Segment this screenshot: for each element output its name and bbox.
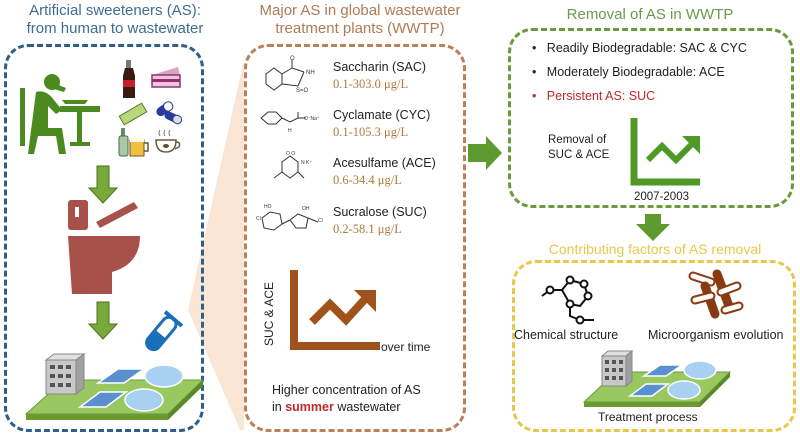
person-eating-icon bbox=[20, 74, 100, 154]
svg-text:Cl: Cl bbox=[256, 216, 261, 222]
human-title-line1: Artificial sweeteners (AS): bbox=[29, 2, 201, 19]
human-title-line2: from human to wastewater bbox=[26, 20, 204, 37]
svg-text:N K⁺: N K⁺ bbox=[301, 160, 312, 166]
acesulfame-structure-icon: O O N K⁺ bbox=[273, 151, 312, 179]
factors-panel bbox=[512, 260, 796, 432]
removal-label-line1: Removal of bbox=[548, 134, 607, 146]
factors-panel-title: Contributing factors of AS removal bbox=[548, 241, 762, 257]
bullet-text: Moderately Biodegradable: ACE bbox=[546, 65, 725, 79]
major-title-line2: treatment plants (WWTP) bbox=[275, 20, 445, 37]
human-panel bbox=[4, 44, 204, 432]
removal-label-line2: SUC & ACE bbox=[548, 149, 610, 161]
major-panel-title: Major AS in global wastewater treatment … bbox=[220, 2, 500, 38]
increasing-trend-icon bbox=[290, 270, 380, 350]
svg-text:O: O bbox=[290, 56, 295, 62]
bullet-readily: • Readily Biodegradable: SAC & CYC bbox=[532, 41, 747, 55]
down-arrow-icon bbox=[636, 214, 670, 241]
summer-note-line1: Higher concentration of AS bbox=[272, 383, 421, 397]
right-arrow-icon bbox=[468, 136, 502, 170]
microorganism-icon bbox=[688, 269, 744, 319]
compound-name-ace: Acesulfame (ACE) bbox=[333, 156, 436, 170]
beer-bottle-icon bbox=[118, 128, 149, 157]
major-panel bbox=[244, 44, 466, 432]
svg-text:O⁻Na⁺: O⁻Na⁺ bbox=[304, 116, 320, 122]
down-arrow-icon bbox=[87, 301, 119, 340]
compound-range-ace: 0.6-34.4 μg/L bbox=[333, 173, 402, 187]
svg-text:S=O: S=O bbox=[296, 88, 309, 94]
chewing-gum-icon bbox=[118, 102, 148, 126]
pill-icon bbox=[156, 101, 183, 125]
bullet-text: Readily Biodegradable: SAC & CYC bbox=[546, 41, 747, 55]
factor-microorganism-evolution: Microorganism evolution bbox=[648, 328, 784, 342]
test-tube-icon bbox=[145, 310, 184, 352]
compound-name-sac: Saccharin (SAC) bbox=[333, 60, 427, 74]
major-title-line1: Major AS in global wastewater bbox=[259, 2, 461, 19]
summer-note-line2: in summer wastewater bbox=[272, 400, 401, 414]
summer-highlight: summer bbox=[285, 400, 334, 414]
svg-text:HO: HO bbox=[264, 204, 272, 210]
chemical-structure-icon bbox=[541, 275, 594, 325]
removal-trend-label: Removal of SUC & ACE bbox=[548, 133, 609, 163]
svg-text:O O: O O bbox=[286, 151, 295, 157]
down-arrow-icon bbox=[87, 165, 119, 204]
factor-chemical-structure: Chemical structure bbox=[514, 328, 619, 342]
removal-panel-title: Removal of AS in WWTP bbox=[566, 6, 734, 23]
note-suffix: wastewater bbox=[333, 400, 401, 414]
note-prefix: in bbox=[272, 400, 286, 414]
bullet-persistent: • Persistent AS: SUC bbox=[532, 89, 656, 103]
bullet-moderately: • Moderately Biodegradable: ACE bbox=[532, 65, 725, 79]
coffee-cup-icon bbox=[155, 129, 181, 153]
human-panel-title: Artificial sweeteners (AS): from human t… bbox=[0, 2, 230, 38]
removal-period: 2007-2003 bbox=[634, 191, 689, 203]
compound-range-cyc: 0.1-105.3 μg/L bbox=[333, 125, 409, 139]
sucralose-structure-icon: HO OH Cl Cl bbox=[256, 204, 323, 231]
bullet-text: Persistent AS: SUC bbox=[546, 89, 656, 103]
saccharin-structure-icon: O NH S=O bbox=[265, 56, 315, 94]
compound-range-suc: 0.2-58.1 μg/L bbox=[333, 222, 402, 236]
svg-text:NH: NH bbox=[306, 70, 315, 76]
cola-bottle-icon bbox=[123, 60, 135, 98]
cake-icon bbox=[151, 67, 181, 88]
svg-text:Cl: Cl bbox=[318, 218, 323, 224]
removal-trend-icon bbox=[630, 118, 700, 186]
factor-treatment-process: Treatment process bbox=[598, 410, 698, 424]
svg-text:OH: OH bbox=[302, 206, 310, 212]
treatment-plant-icon bbox=[582, 349, 732, 407]
toilet-icon bbox=[68, 200, 140, 294]
trend-ylabel: SUC & ACE bbox=[262, 281, 276, 346]
trend-xlabel: over time bbox=[381, 340, 431, 354]
removal-panel bbox=[508, 28, 794, 208]
treatment-plant-icon bbox=[24, 353, 205, 420]
cyclamate-structure-icon: H O⁻Na⁺ bbox=[260, 111, 320, 134]
svg-text:H: H bbox=[288, 128, 292, 134]
compound-name-cyc: Cyclamate (CYC) bbox=[333, 108, 431, 122]
compound-range-sac: 0.1-303.0 μg/L bbox=[333, 77, 409, 91]
compound-name-suc: Sucralose (SUC) bbox=[333, 205, 427, 219]
